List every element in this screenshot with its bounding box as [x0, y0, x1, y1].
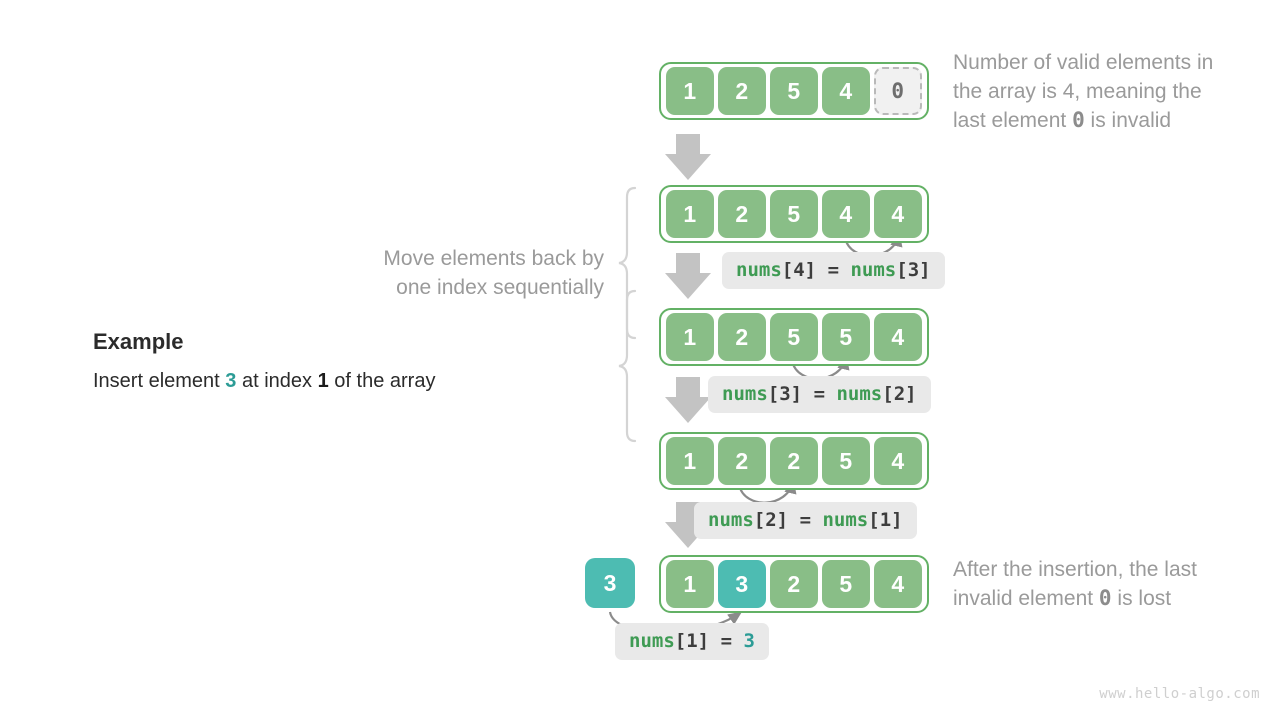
array-cell[interactable]: 1	[666, 67, 714, 115]
code-source-index: 2	[893, 383, 906, 405]
array-row-shift-3: 1 2 5 5 4	[659, 308, 929, 366]
down-arrow-3	[665, 377, 711, 423]
note-after-insertion: After the insertion, the last invalid el…	[953, 555, 1263, 613]
note-valid-elements: Number of valid elements in the array is…	[953, 48, 1263, 135]
code-array-name: nums	[629, 630, 675, 652]
note-lost-value: 0	[1098, 586, 1112, 610]
code-target-index: 3	[779, 383, 791, 405]
array-cell[interactable]: 5	[822, 560, 870, 608]
array-cell[interactable]: 2	[718, 437, 766, 485]
array-cell[interactable]: 5	[822, 437, 870, 485]
array-cell[interactable]: 1	[666, 437, 714, 485]
code-source-index: 3	[907, 259, 920, 281]
code-label-nums3: nums[3] = nums[2]	[708, 376, 931, 413]
example-insert-index: 1	[317, 370, 329, 392]
code-operator: =	[827, 259, 840, 281]
insert-value-box[interactable]: 3	[585, 558, 635, 608]
array-cell[interactable]: 5	[770, 313, 818, 361]
down-arrow-2	[665, 253, 711, 299]
note-move-line-1: Move elements back by	[383, 247, 604, 270]
array-cell[interactable]: 1	[666, 560, 714, 608]
code-array-name: nums	[822, 509, 869, 531]
array-cell[interactable]: 1	[666, 313, 714, 361]
note-line-3a: last element	[953, 109, 1073, 132]
code-source-index: 1	[879, 509, 892, 531]
insert-value: 3	[603, 569, 617, 596]
array-cell[interactable]: 4	[874, 437, 922, 485]
array-cell[interactable]: 4	[822, 67, 870, 115]
watermark: www.hello-algo.com	[1099, 686, 1260, 702]
code-target-index: 4	[793, 259, 805, 281]
code-target-index: 1	[686, 630, 698, 652]
code-operator: =	[799, 509, 812, 531]
array-row-shift-4: 1 2 5 4 4	[659, 185, 929, 243]
code-array-name: nums	[722, 383, 768, 405]
code-literal-value: 3	[743, 630, 755, 652]
example-text-b: at index	[236, 370, 318, 392]
array-cell[interactable]: 2	[718, 67, 766, 115]
array-row-final: 1 3 2 5 4	[659, 555, 929, 613]
array-cell[interactable]: 2	[718, 313, 766, 361]
array-cell[interactable]: 5	[822, 313, 870, 361]
code-operator: =	[720, 630, 733, 652]
code-label-nums1-assign: nums[1] = 3	[615, 623, 769, 660]
array-cell[interactable]: 1	[666, 190, 714, 238]
example-text-c: of the array	[328, 370, 436, 392]
array-cell[interactable]: 4	[874, 190, 922, 238]
array-cell[interactable]: 5	[770, 67, 818, 115]
down-arrow-1	[665, 134, 711, 180]
array-cell[interactable]: 4	[874, 313, 922, 361]
array-cell[interactable]: 4	[874, 560, 922, 608]
grouping-brace	[618, 186, 637, 443]
note-after-line-1: After the insertion, the last	[953, 558, 1197, 581]
note-line-2: the array is 4, meaning the	[953, 80, 1202, 103]
example-description: Insert element 3 at index 1 of the array	[93, 370, 435, 393]
code-operator: =	[813, 383, 826, 405]
array-cell[interactable]: 2	[770, 437, 818, 485]
code-array-name: nums	[850, 259, 897, 281]
note-move-elements: Move elements back by one index sequenti…	[352, 244, 604, 302]
code-array-name: nums	[736, 259, 782, 281]
code-label-nums2: nums[2] = nums[1]	[694, 502, 917, 539]
example-heading: Example	[93, 329, 184, 354]
array-cell-invalid[interactable]: 0	[874, 67, 922, 115]
note-after-line-2a: invalid element	[953, 587, 1099, 610]
note-line-3b: is invalid	[1084, 109, 1172, 132]
array-row-initial: 1 2 5 4 0	[659, 62, 929, 120]
code-array-name: nums	[836, 383, 883, 405]
code-target-index: 2	[765, 509, 777, 531]
note-line-1: Number of valid elements in	[953, 51, 1214, 74]
code-array-name: nums	[708, 509, 754, 531]
array-cell[interactable]: 2	[770, 560, 818, 608]
note-invalid-value: 0	[1072, 108, 1085, 132]
array-cell[interactable]: 5	[770, 190, 818, 238]
array-cell[interactable]: 2	[718, 190, 766, 238]
note-move-line-2: one index sequentially	[396, 276, 604, 299]
array-row-shift-2: 1 2 2 5 4	[659, 432, 929, 490]
note-after-line-2b: is lost	[1111, 587, 1172, 610]
array-cell-inserted[interactable]: 3	[718, 560, 766, 608]
example-insert-value: 3	[225, 370, 237, 392]
code-label-nums4: nums[4] = nums[3]	[722, 252, 945, 289]
array-cell[interactable]: 4	[822, 190, 870, 238]
example-text-a: Insert element	[93, 370, 226, 392]
